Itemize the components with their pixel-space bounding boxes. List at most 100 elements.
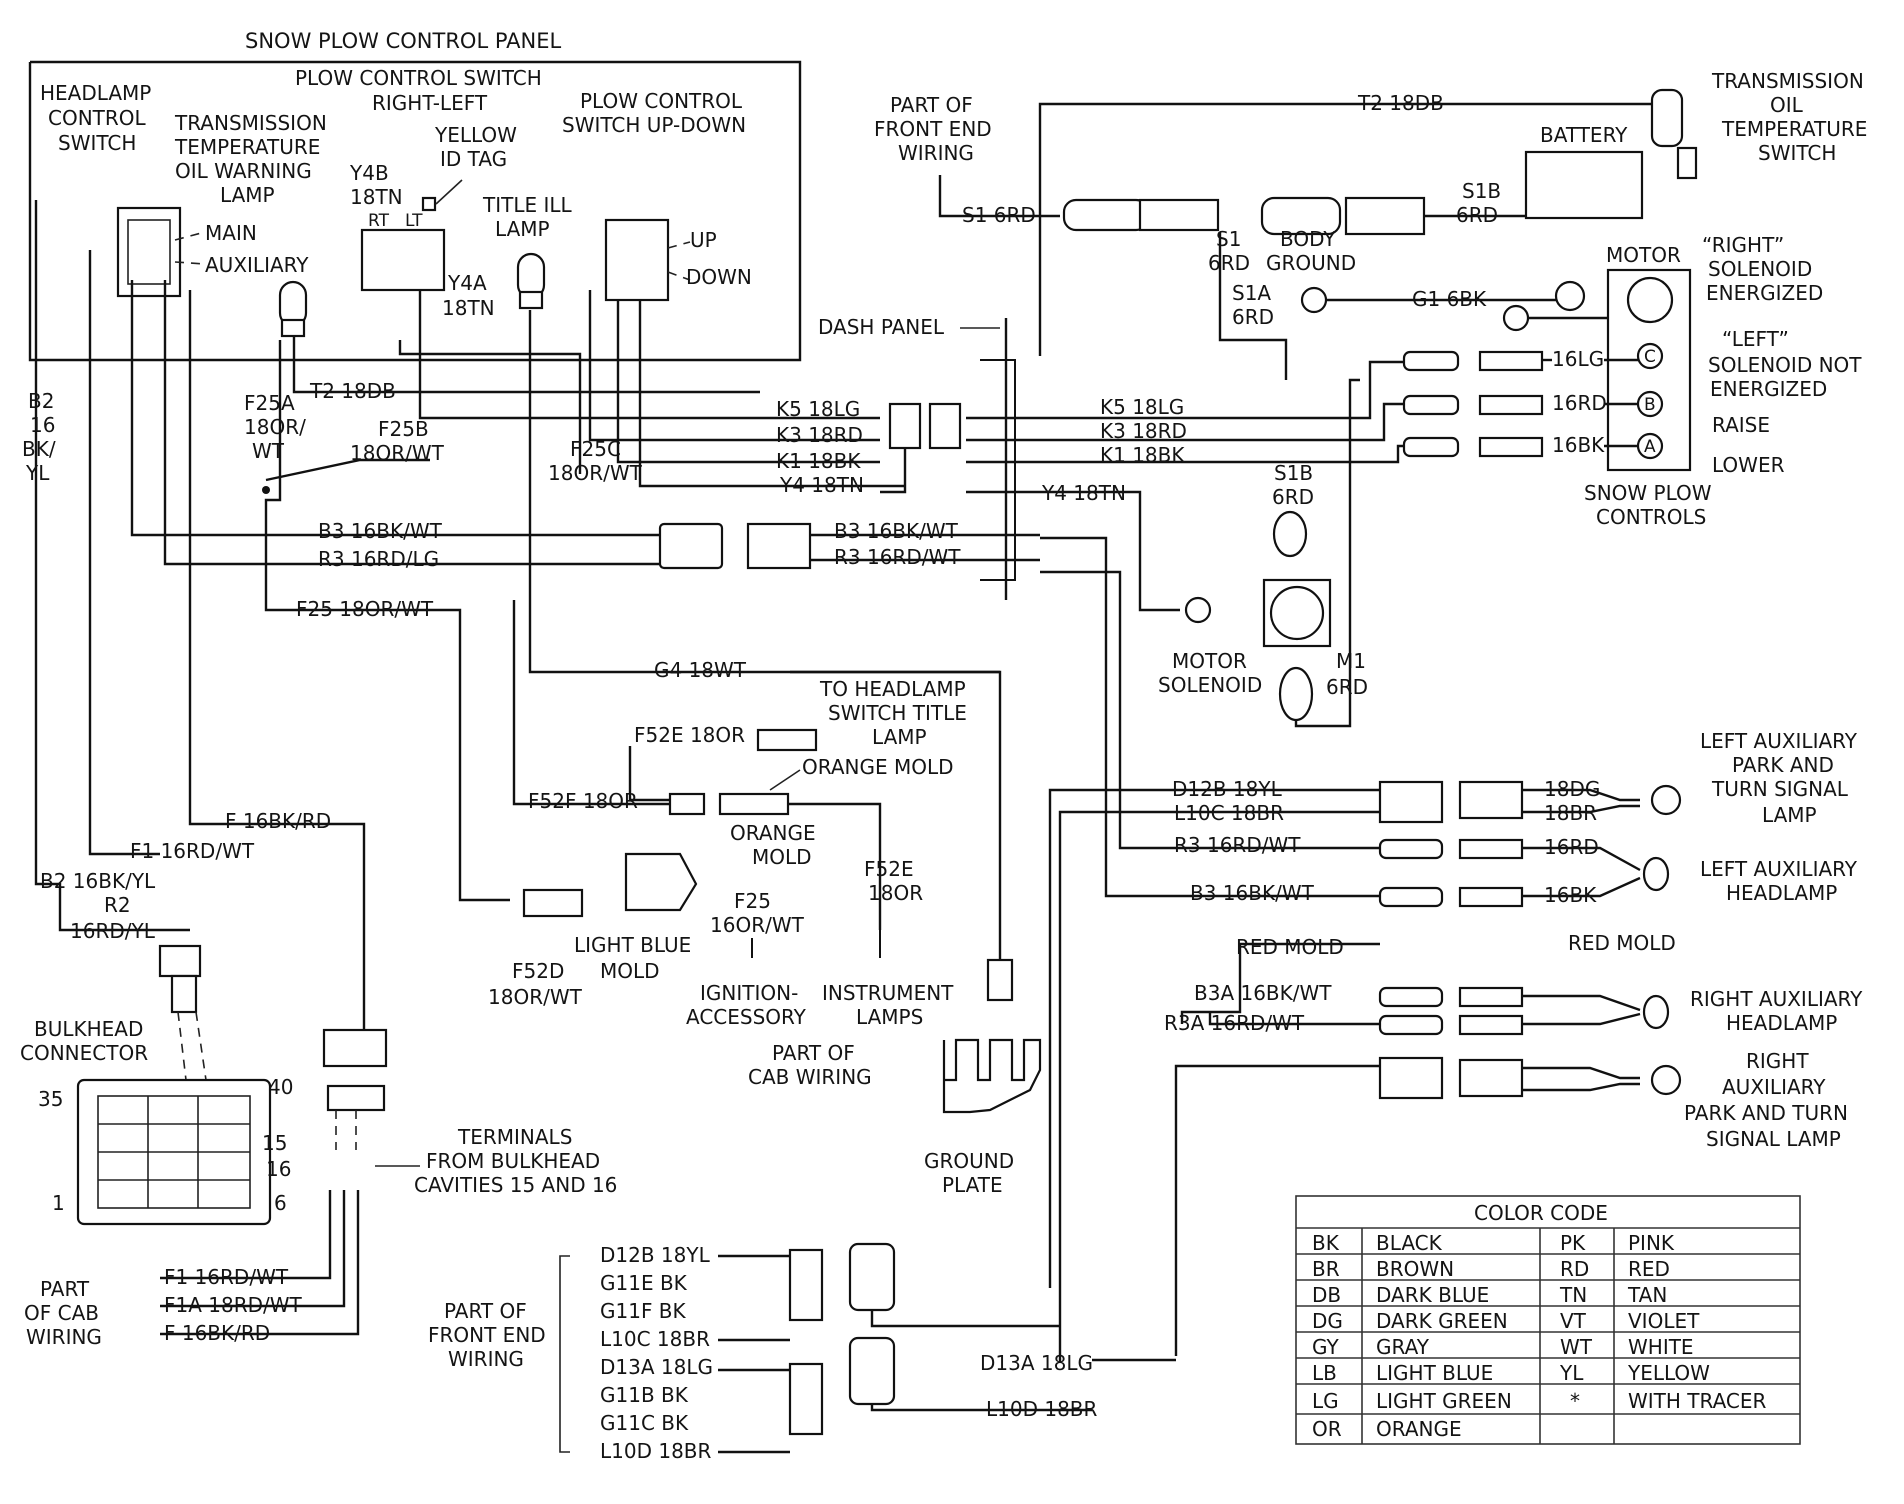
r3a-label: R3A 16RD/WT [1164, 1011, 1305, 1035]
control-panel-title: SNOW PLOW CONTROL PANEL [245, 29, 561, 53]
f25b-label: F25B [378, 417, 429, 441]
k5-center-label: K5 18LG [776, 397, 860, 421]
svg-text:18OR: 18OR [868, 881, 923, 905]
svg-text:RIGHT: RIGHT [1746, 1049, 1809, 1073]
b3-r3-plug [658, 522, 724, 570]
color-code-row: LB LIGHT BLUE YL YELLOW [1312, 1361, 1710, 1385]
svg-text:GY: GY [1312, 1335, 1340, 1359]
right-aux-headlamp-label: RIGHT AUXILIARY HEADLAMP [1690, 987, 1863, 1035]
title-lamp-bulb [516, 252, 546, 310]
pin-6-label: 6 [274, 1191, 287, 1215]
g11c-label: G11C BK [600, 1411, 689, 1435]
svg-text:BROWN: BROWN [1376, 1257, 1454, 1281]
r3-center-label: R3 16RD/WT [834, 545, 961, 569]
svg-text:MOLD: MOLD [752, 845, 812, 869]
f25c-label: F25C [570, 437, 621, 461]
w16rd-aux-label: 16RD [1544, 835, 1599, 859]
svg-text:LB: LB [1312, 1361, 1337, 1385]
svg-text:DB: DB [1312, 1283, 1341, 1307]
svg-text:HEADLAMP: HEADLAMP [40, 81, 151, 105]
svg-text:TRANSMISSION: TRANSMISSION [174, 111, 327, 135]
body-ground-socket [1344, 196, 1426, 236]
k1-right-label: K1 18BK [1100, 443, 1185, 467]
svg-text:LIGHT GREEN: LIGHT GREEN [1376, 1389, 1512, 1413]
svg-text:VIOLET: VIOLET [1628, 1309, 1700, 1333]
k-connector-right [928, 402, 962, 450]
instrument-label: INSTRUMENT [822, 981, 954, 1005]
d13a-right-label: D13A 18LG [980, 1351, 1093, 1375]
right-left-switch-body [360, 228, 446, 292]
svg-text:ACCESSORY: ACCESSORY [686, 1005, 807, 1029]
svg-text:16OR/WT: 16OR/WT [710, 913, 805, 937]
w16bk-right-label: 16BK [1552, 433, 1605, 457]
s1-center-label: S1 6RD [962, 203, 1036, 227]
right-park-turn-lamp-label: RIGHT AUXILIARY PARK AND TURN SIGNAL LAM… [1684, 1049, 1848, 1151]
svg-text:VT: VT [1560, 1309, 1587, 1333]
svg-text:AUXILIARY: AUXILIARY [1722, 1075, 1826, 1099]
svg-text:YL: YL [1559, 1361, 1584, 1385]
body-ground-label: BODY [1280, 227, 1336, 251]
svg-text:DG: DG [1312, 1309, 1343, 1333]
y4a-label: Y4A [447, 271, 487, 295]
terminal-a-label: A [1644, 437, 1656, 457]
svg-text:6RD: 6RD [1326, 675, 1368, 699]
b2-16-label: B2 16BK/YL [40, 869, 156, 893]
g1-label: G1 6BK [1412, 287, 1487, 311]
svg-text:GRAY: GRAY [1376, 1335, 1430, 1359]
pin-15-label: 15 [262, 1131, 287, 1155]
s1a-label: S1A [1232, 281, 1271, 305]
front-connector-upper [788, 1248, 824, 1322]
svg-text:“RIGHT”: “RIGHT” [1702, 233, 1784, 257]
svg-text:18OR/WT: 18OR/WT [548, 461, 643, 485]
right-wiring: T2 18DB TRANSMISSION OIL TEMPERATURE SWI… [966, 69, 1867, 728]
plow-switch-right-left-label: PLOW CONTROL SWITCH RIGHT-LEFT [295, 66, 542, 115]
svg-text:FRONT END: FRONT END [874, 117, 992, 141]
svg-text:SOLENOID NOT: SOLENOID NOT [1708, 353, 1862, 377]
s1b-top-label: S1B [1462, 179, 1501, 203]
svg-text:CONTROL: CONTROL [48, 106, 147, 130]
color-code-row: BK BLACK PK PINK [1312, 1231, 1675, 1255]
light-blue-mold-connector [624, 852, 698, 912]
g11b-label: G11B BK [600, 1383, 689, 1407]
ground-plate-label: GROUND [924, 1149, 1014, 1173]
g11e-label: G11E BK [600, 1271, 688, 1295]
svg-text:BR: BR [1312, 1257, 1340, 1281]
svg-text:PARK AND: PARK AND [1732, 753, 1834, 777]
svg-text:TRANSMISSION: TRANSMISSION [1711, 69, 1864, 93]
color-code-title: COLOR CODE [1474, 1201, 1608, 1225]
l10c-aux-label: L10C 18BR [1174, 801, 1284, 825]
y4-right-label: Y4 18TN [1041, 481, 1126, 505]
dash-panel-label: DASH PANEL [818, 315, 945, 339]
w16bk-aux-label: 16BK [1544, 883, 1597, 907]
pin-1-label: 1 [52, 1191, 65, 1215]
g1-ring [1300, 286, 1328, 314]
auxiliary-lamps: D12B 18YL L10C 18BR R3 16RD/WT B3 16BK/W… [1040, 536, 1863, 1362]
right-park-lamp [1650, 1064, 1682, 1096]
front-end-wiring-top-label: PART OF FRONT END WIRING [874, 93, 992, 165]
svg-text:PARK AND TURN: PARK AND TURN [1684, 1101, 1848, 1125]
left-aux-headlamp [1642, 856, 1670, 892]
y4-center-label: Y4 18TN [779, 473, 864, 497]
motor-solenoid-label: MOTOR [1172, 649, 1247, 673]
pin-16-label: 16 [266, 1157, 291, 1181]
svg-text:TN: TN [1559, 1283, 1587, 1307]
svg-text:LAMP: LAMP [872, 725, 927, 749]
svg-text:LAMP: LAMP [495, 217, 550, 241]
to-headlamp-label: TO HEADLAMP SWITCH TITLE LAMP [819, 677, 967, 749]
ignition-label: IGNITION- [700, 981, 798, 1005]
s1-socket [1138, 198, 1220, 232]
left-park-lamp [1650, 784, 1682, 816]
svg-text:ENERGIZED: ENERGIZED [1706, 281, 1823, 305]
svg-text:TAN: TAN [1627, 1283, 1667, 1307]
bulkhead-connector: BULKHEAD CONNECTOR 35 40 15 16 1 6 TERMI… [20, 944, 617, 1349]
svg-text:MOLD: MOLD [600, 959, 660, 983]
y4-ring [1184, 596, 1212, 624]
left-solenoid-label: “LEFT” SOLENOID NOT ENERGIZED [1708, 327, 1862, 401]
svg-text:YL: YL [25, 461, 50, 485]
left-wiring: B2 16 BK/ YL F25A 18OR/ WT T2 18DB F25B … [22, 200, 1000, 1030]
svg-text:18OR/WT: 18OR/WT [488, 985, 583, 1009]
l10c-front-label: L10C 18BR [600, 1327, 710, 1351]
k1-center-label: K1 18BK [776, 449, 861, 473]
svg-text:6RD: 6RD [1272, 485, 1314, 509]
svg-text:YELLOW: YELLOW [434, 123, 517, 147]
